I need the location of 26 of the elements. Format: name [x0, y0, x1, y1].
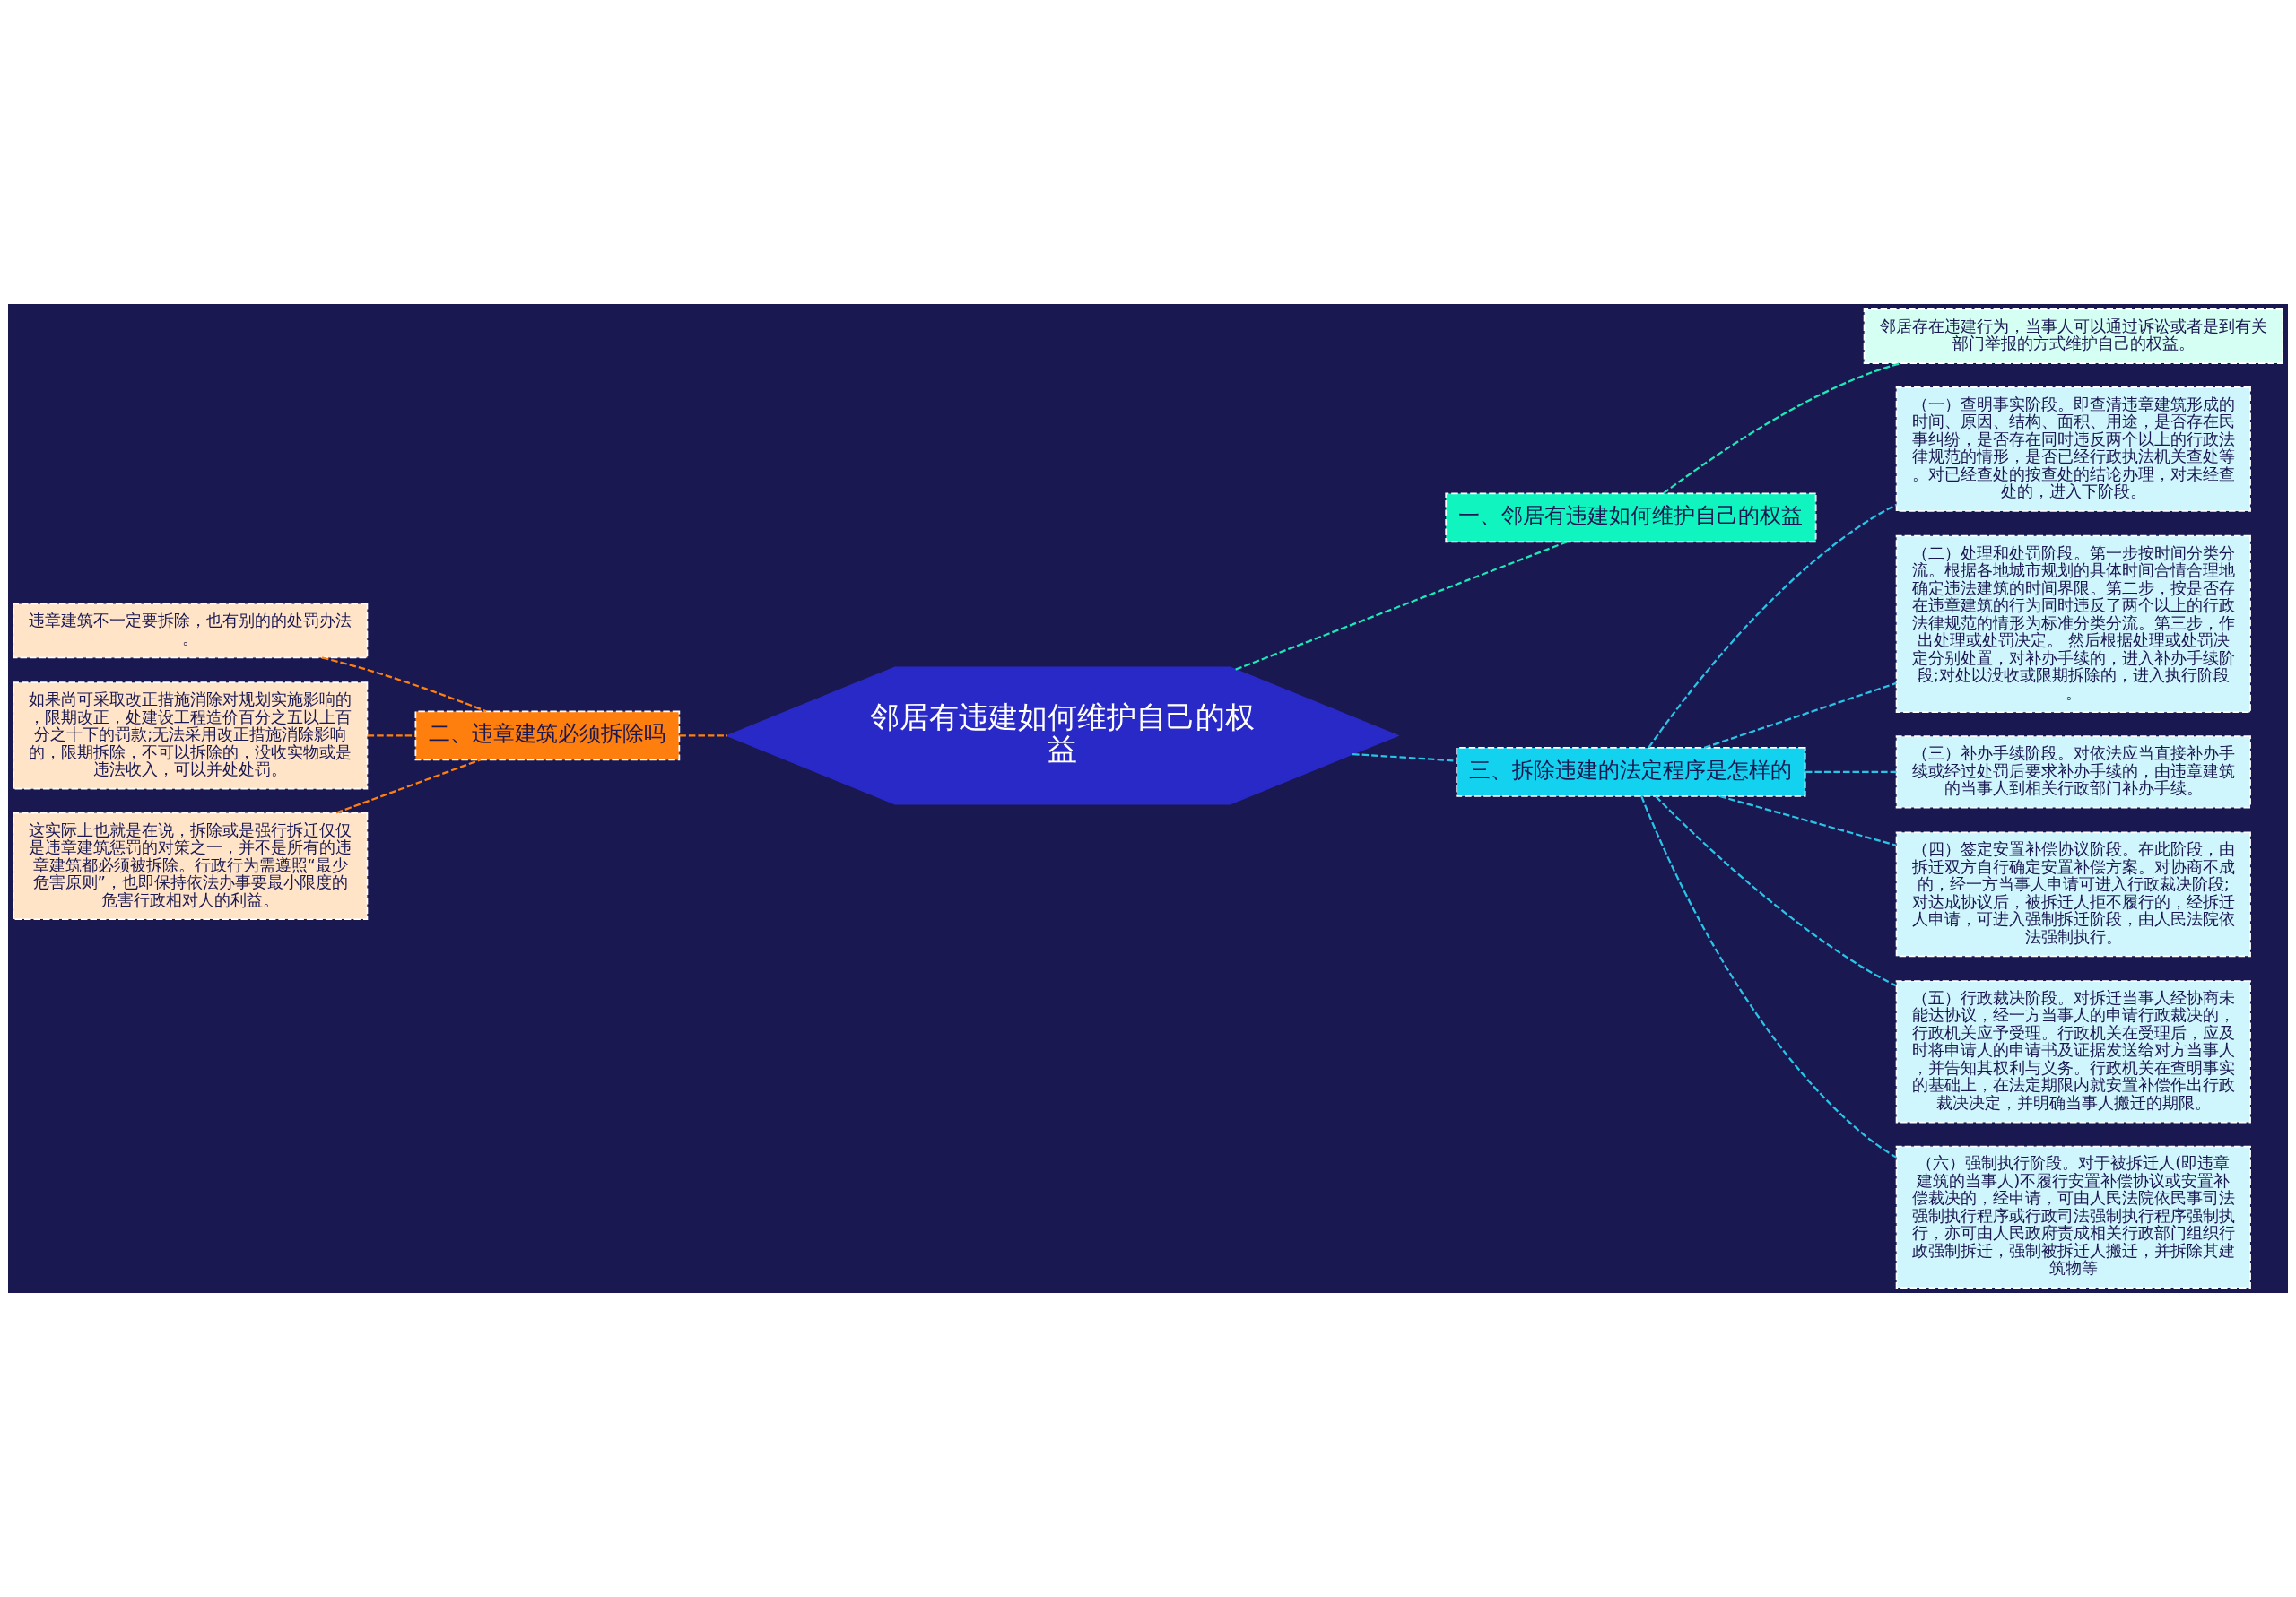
connector: [1235, 541, 1568, 671]
node-box: 一、邻居有违建如何维护自己的权益: [1445, 492, 1817, 543]
connector: [335, 759, 481, 814]
node-box: （三）补办手续阶段。对依法应当直接补办手续或经过处罚后要求补办手续的，由违章建筑的当事人到相关行政部门补办手续。: [1895, 735, 2251, 809]
connector: [1352, 752, 1457, 762]
connector: [321, 656, 487, 713]
node-box: 二、违章建筑必须拆除吗: [414, 710, 681, 761]
connector: [1704, 681, 1897, 749]
node-box: （一）查明事实阶段。即查清违章建筑形成的时间、原因、结构、面积、用途，是否存在民事纠纷，是否存在同时违反两个以上的行政法律规范的情形，是否已经行政执法机关查处等。对已经查处的按查处的结论办理，对未经查处的，进入下阶段。: [1895, 386, 2251, 512]
node-box: 三、拆除违建的法定程序是怎样的: [1456, 747, 1806, 797]
node-box: 违章建筑不一定要拆除，也有别的的处罚办法。: [13, 603, 369, 659]
node-box: （五）行政裁决阶段。对拆迁当事人经协商未能达协议，经一方当事人的申请行政裁决的，行政机关应予受理。行政机关在受理后，应及时将申请人的申请书及证据发送给对方当事人，并告知其权利与义务。行政机关在查明事实的基础上，在法定期限内就安置补偿作出行政裁决决定，并明确当事人搬迁的期限。: [1895, 980, 2251, 1124]
connector: [367, 734, 416, 737]
node-box: 这实际上也就是在说，拆除或是强行拆迁仅仅是违章建筑惩罚的对策之一，并不是所有的违章建筑都必须被拆除。行政行为需遵照“最少危害原则”，也即保持依法办事要最小限度的危害行政相对人的利益。: [13, 812, 369, 920]
node-box: （六）强制执行阶段。对于被拆迁人(即违章建筑的当事人)不履行安置补偿协议或安置补偿裁决的，经申请，可由人民法院依民事司法强制执行程序或行政司法强制执行程序强制执行，亦可由人民政府责成相关行政部门组织行政强制拆迁，强制被拆迁人搬迁，并拆除其建筑物等: [1895, 1145, 2251, 1289]
connector: [1662, 362, 1901, 495]
connector: [1655, 795, 1897, 987]
node-box: 邻居存在违建行为，当事人可以通过诉讼或者是到有关部门举报的方式维护自己的权益。: [1863, 308, 2283, 364]
connector: [679, 734, 727, 737]
connector: [1648, 503, 1897, 749]
node-box: （二）处理和处罚阶段。第一步按时间分类分流。根据各地城市规划的具体时间合情合理地确定违法建筑的时间界限。第二步，按是否存在违章建筑的行为同时违反了两个以上的行政法律规范的情形为标准分类分流。第三步，作出处理或处罚决定。 然后根据处理或处罚决定分别处置，对补办手续的，进入补办手续阶段;对处以没收或限期拆除的，进入执行阶段。: [1895, 534, 2251, 714]
connector: [1805, 770, 1897, 773]
node-box: （四）签定安置补偿协议阶段。在此阶段，由拆迁双方自行确定安置补偿方案。对协商不成的，经一方当事人申请可进入行政裁决阶段;对达成协议后，被拆迁人拒不履行的，经拆迁人申请，可进入强制拆迁阶段，由人民法院依法强制执行。: [1895, 831, 2251, 958]
connector: [1719, 794, 1897, 846]
connector: [1640, 795, 1897, 1159]
node-box: 如果尚可采取改正措施消除对规划实施影响的，限期改正，处建设工程造价百分之五以上百分之十下的罚款;无法采用改正措施消除影响的，限期拆除，不可以拆除的，没收实物或是违法收入，可以并处处罚。: [13, 681, 369, 790]
